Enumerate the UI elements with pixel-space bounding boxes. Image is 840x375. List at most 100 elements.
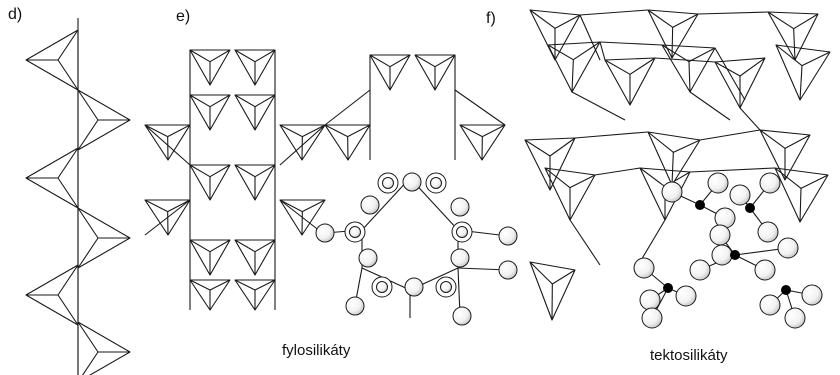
oxygen-atom	[498, 226, 518, 246]
panel-label-f: f)	[486, 10, 496, 27]
oxygen-atom	[689, 259, 711, 281]
framework-edge	[654, 57, 716, 63]
tetrahedron-outline	[774, 167, 829, 223]
tetrahedron-edge	[347, 124, 371, 138]
tetrahedra-framework	[524, 9, 831, 321]
tetrahedron	[189, 164, 231, 201]
tetrahedron-outline	[234, 239, 276, 276]
oxygen-atom	[675, 285, 697, 307]
lattice-edge	[279, 124, 326, 166]
oxygen-atom	[641, 307, 663, 329]
tetrahedron-edge	[673, 139, 701, 153]
tetrahedron-edge	[144, 199, 168, 213]
tetrahedron-outline	[144, 124, 191, 161]
tetrahedron	[414, 54, 456, 91]
tetrahedron-edge	[209, 239, 231, 253]
oxygen-atom	[709, 224, 731, 246]
tetrahedron	[767, 11, 819, 61]
tetrahedron-edge	[167, 199, 191, 213]
tetrahedron-edge	[234, 94, 256, 108]
oxygen-atom	[707, 172, 729, 194]
tetrahedron-outline	[189, 239, 231, 276]
tetrahedron-edge	[77, 237, 99, 269]
oxygen-atom	[402, 172, 422, 192]
tetrahedron-edge	[799, 188, 802, 223]
tetrahedron-edge	[234, 164, 256, 178]
tetrahedron-outline	[759, 129, 811, 181]
tetrahedron	[774, 167, 829, 223]
silicon-oxygen-site	[371, 276, 393, 298]
tetrahedron-outline	[25, 29, 79, 91]
tetrahedron	[189, 94, 231, 131]
tetrahedron-outline	[25, 147, 79, 209]
tetrahedron-edge	[254, 49, 276, 63]
chain-silicate-panel	[25, 18, 131, 375]
tetrahedron-outline	[547, 41, 601, 93]
tetrahedron	[647, 131, 701, 186]
tetrahedron	[234, 279, 276, 311]
tetrahedron-edge	[77, 321, 99, 353]
tetrahedron-edge	[544, 167, 571, 189]
tetrahedron-edge	[389, 54, 411, 68]
tetrahedron-edge	[369, 54, 391, 68]
tetrahedron	[647, 9, 699, 59]
tetrahedron-edge	[189, 49, 211, 63]
tetrahedron-edge	[302, 124, 326, 138]
oxygen-atom	[498, 260, 518, 280]
tetrahedron	[234, 49, 276, 86]
framework-edge	[569, 219, 601, 266]
tetrahedron	[144, 199, 191, 236]
lattice-edge	[144, 124, 191, 166]
tetrahedron-edge	[279, 124, 303, 138]
tetrahedron-outline	[77, 207, 131, 269]
framework-edge	[574, 131, 649, 139]
silicon-oxygen-site	[451, 221, 473, 243]
tetrahedron-edge	[57, 59, 79, 91]
tetrahedron-outline	[234, 164, 276, 201]
tetrahedron-outline	[77, 89, 131, 151]
oxygen-atom	[315, 223, 335, 243]
tetrahedron-outline	[234, 279, 276, 311]
oxygen-atom	[759, 172, 781, 194]
silicon-oxygen-site	[425, 172, 447, 194]
oxygen-atom	[360, 195, 380, 215]
tetrahedron-edge	[647, 131, 674, 153]
tetrahedron-edge	[552, 269, 576, 285]
site-inner-atom	[430, 177, 442, 189]
tetrahedron-edge	[774, 167, 802, 189]
ball-and-stick-framework	[633, 172, 823, 329]
tetrahedron-edge	[688, 61, 691, 93]
tetrahedron-edge	[189, 164, 211, 178]
tetrahedron-edge	[209, 94, 231, 108]
framework-edge	[689, 91, 731, 121]
tetrahedron-edge	[739, 57, 766, 77]
tetrahedron-edge	[324, 124, 348, 138]
tetrahedron-outline	[279, 199, 326, 236]
silicon-atom	[730, 250, 740, 260]
tetrahedron-outline	[647, 131, 701, 186]
tetrahedron-edge	[784, 134, 811, 149]
tetrahedron-edge	[799, 65, 803, 101]
tetrahedron-edge	[482, 124, 506, 138]
tetrahedron-edge	[459, 124, 483, 138]
tetrahedron	[529, 261, 576, 321]
tetrahedron	[234, 94, 276, 131]
tetrahedron	[234, 164, 276, 201]
tetrahedron-outline	[529, 261, 576, 321]
framework-edge	[594, 167, 641, 176]
silicon-oxygen-site	[377, 172, 399, 194]
tetrahedron-edge	[209, 164, 231, 178]
tetrahedron-outline	[279, 124, 326, 161]
oxygen-atom	[801, 284, 823, 306]
tetrahedron	[189, 49, 231, 86]
silicon-oxygen-site	[344, 221, 366, 243]
tetrahedron-edge	[801, 51, 831, 67]
tetrahedron	[529, 9, 581, 61]
lattice-edge	[454, 89, 506, 126]
tetrahedron-edge	[569, 174, 596, 189]
tetrahedron-edge	[571, 59, 574, 93]
panel-label-e: e)	[176, 8, 191, 25]
tetrahedron	[279, 124, 326, 161]
tetrahedra-sheet	[144, 49, 506, 311]
